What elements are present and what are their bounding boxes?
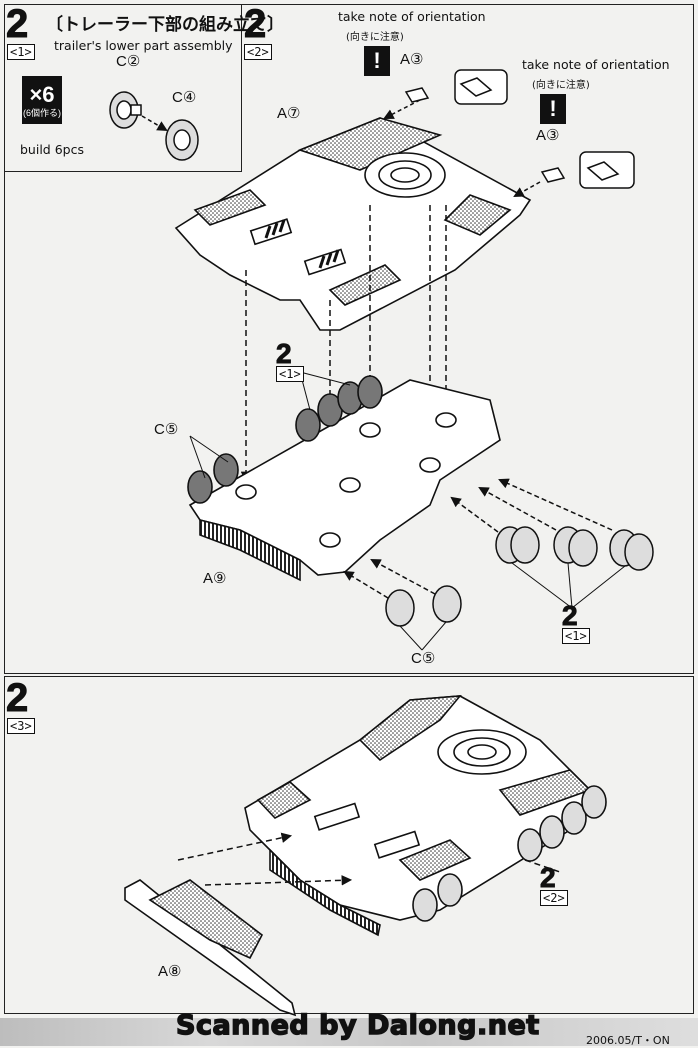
ref-step-right: 2 (562, 600, 579, 631)
ref-step-right-tag: <1> (562, 628, 590, 644)
ref-step-bottom-tag: <2> (540, 890, 568, 906)
note-right-jp: (向きに注意) (532, 80, 590, 91)
ref-step-mid: 2 (276, 338, 293, 369)
note-left-en: take note of orientation (338, 9, 486, 24)
multiplier-badge: ×6 (6個作る) (22, 76, 62, 124)
label-a3-left: A③ (400, 51, 424, 68)
step-number-right: 2 (243, 2, 267, 46)
ref-step-bottom: 2 (540, 862, 557, 893)
build-note: build 6pcs (20, 142, 84, 157)
warning-icon-right: ! (540, 94, 566, 124)
multiplier-count: ×6 (29, 82, 55, 107)
trailer-upper-deck (174, 117, 532, 331)
label-a3-right: A③ (536, 127, 560, 144)
trailer-lower-chassis (187, 375, 501, 582)
label-a7: A⑦ (277, 105, 301, 122)
step-frame-top (4, 4, 694, 674)
footer-band (0, 1018, 698, 1046)
step-title-en: trailer's lower part assembly (54, 38, 233, 53)
step-sub-tag-bottom: <3> (7, 718, 35, 734)
inset-frame (4, 4, 242, 172)
note-right-en: take note of orientation (522, 57, 670, 72)
step-number-bottom: 2 (5, 676, 29, 720)
label-c5-bottom: C⑤ (411, 650, 436, 667)
multiplier-jp: (6個作る) (23, 108, 61, 118)
step-title-jp: 〔トレーラー下部の組み立て〕 (46, 15, 284, 35)
label-c2: C② (116, 53, 141, 70)
warning-icon-left: ! (364, 46, 390, 76)
scanned-watermark: Scanned by Dalong.net (175, 1009, 540, 1042)
wheel-sets-step1 (385, 526, 654, 627)
footer-date: 2006.05/T・ON (586, 1034, 670, 1047)
label-a9: A⑨ (203, 570, 227, 587)
step-number-main: 2 (5, 2, 29, 46)
label-c4: C④ (172, 89, 197, 106)
step-frame-bottom (4, 676, 694, 1014)
part-a3-drawings (383, 69, 635, 198)
part-a8-drawing (124, 879, 297, 1017)
note-left-jp: (向きに注意) (346, 32, 404, 43)
step-sub-tag: <1> (7, 44, 35, 60)
inset-wheel-drawing (109, 91, 199, 161)
label-a8: A⑧ (158, 963, 182, 980)
trailer-assembled (244, 695, 607, 937)
label-c5-left: C⑤ (154, 421, 179, 438)
ref-step-mid-tag: <1> (276, 366, 304, 382)
step-sub-tag-right: <2> (244, 44, 272, 60)
